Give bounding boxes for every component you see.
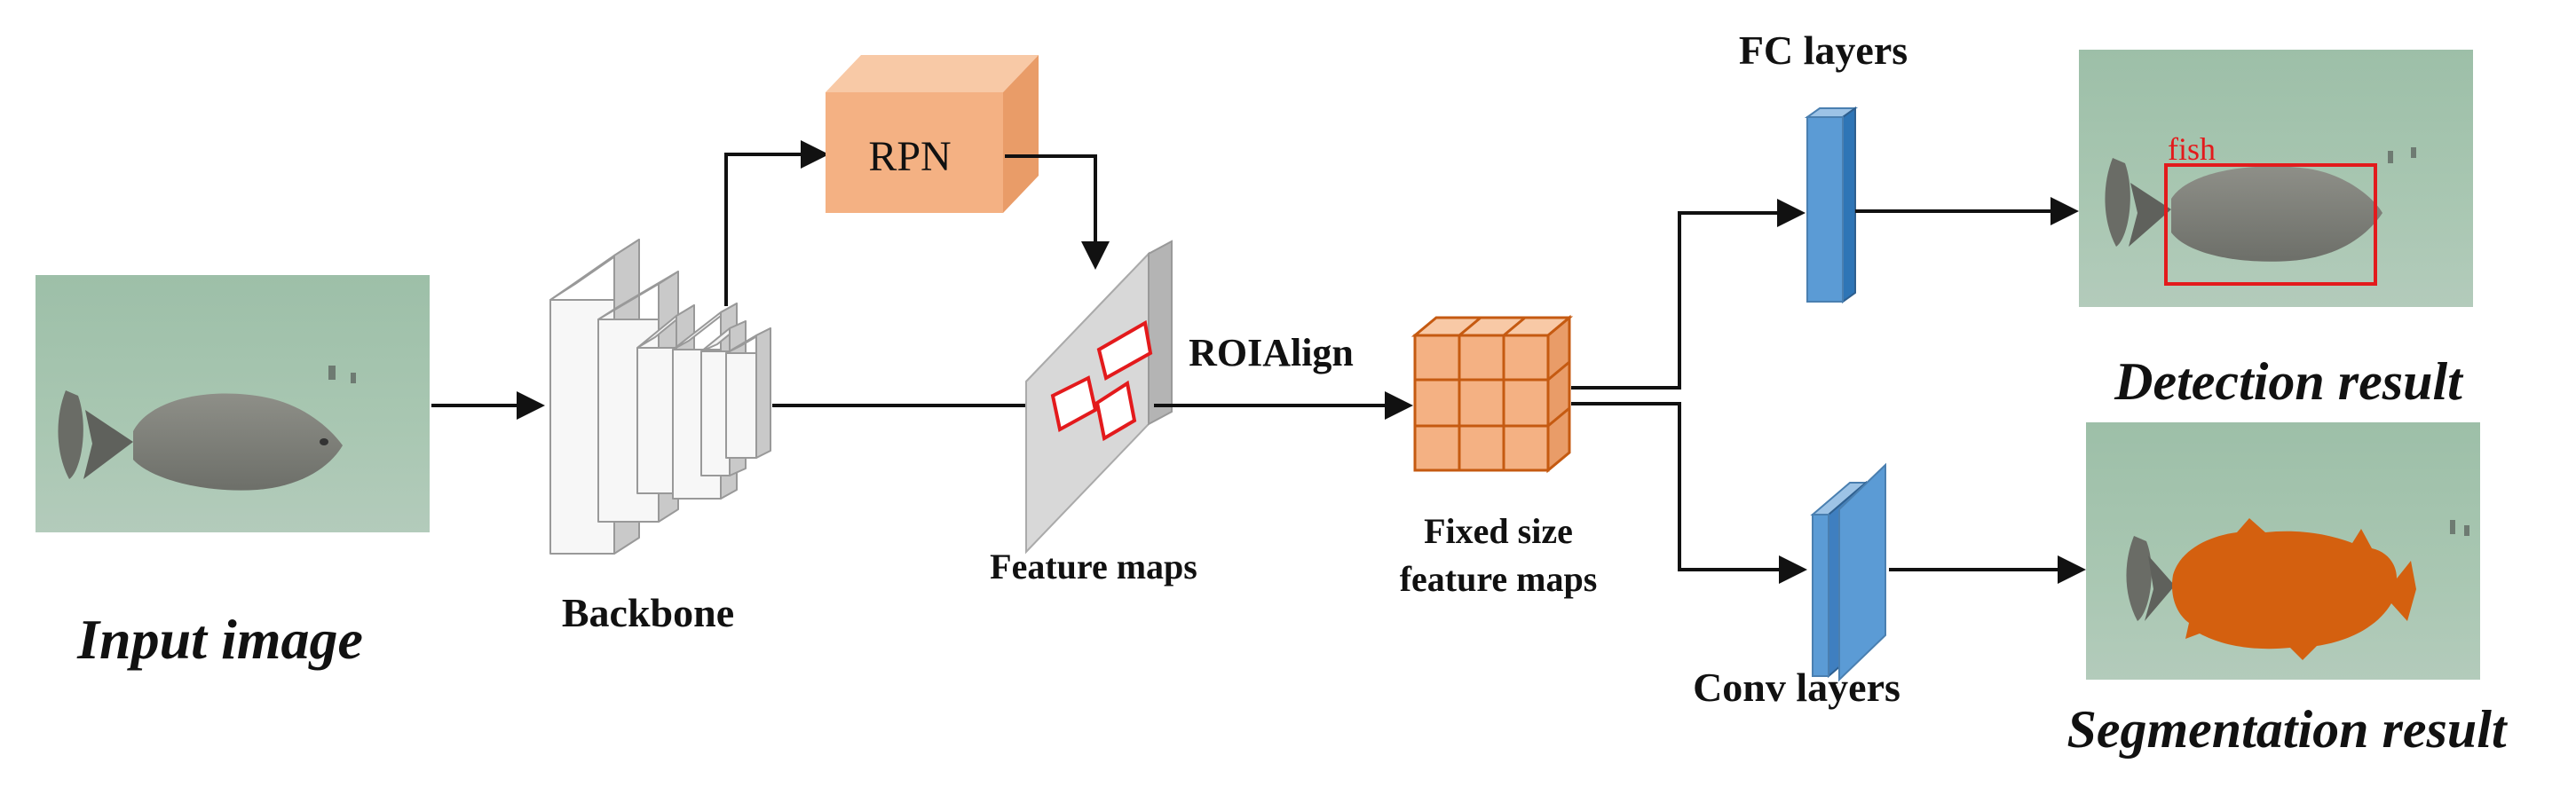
input-image-photo xyxy=(36,275,430,532)
fc-layers-label: FC layers xyxy=(1739,28,1908,73)
input-image-label: Input image xyxy=(76,608,363,671)
arrow-to-conv-layers xyxy=(1571,402,1807,584)
segmentation-result-photo xyxy=(2086,422,2480,680)
detection-result-photo: fish xyxy=(2079,50,2473,307)
detection-result-label: Detection result xyxy=(2114,352,2464,411)
fixed-size-label-1: Fixed size xyxy=(1424,511,1573,551)
feature-maps-icon xyxy=(1025,240,1173,555)
conv-layers-icon xyxy=(1810,462,1886,682)
fish-shape xyxy=(58,390,343,491)
roi-box-1 xyxy=(1050,375,1098,433)
fixed-size-label-2: feature maps xyxy=(1400,559,1598,599)
roi-box-3 xyxy=(1094,380,1137,442)
rpn-cube-icon xyxy=(826,55,1039,213)
arrow-to-fc-layers xyxy=(1571,199,1806,390)
rpn-label: RPN xyxy=(868,133,951,180)
arrow-rpn-to-feature-maps xyxy=(1005,154,1110,270)
detection-bbox xyxy=(2164,163,2377,286)
backbone-label: Backbone xyxy=(562,590,734,635)
arrow-backbone-to-rpn xyxy=(724,140,829,306)
segmentation-result-label: Segmentation result xyxy=(2066,700,2508,759)
feature-maps-label: Feature maps xyxy=(990,547,1197,586)
fc-layers-icon xyxy=(1804,106,1859,303)
roialign-label: ROIAlign xyxy=(1189,331,1354,374)
conv-layers-label: Conv layers xyxy=(1693,665,1900,710)
roi-box-2 xyxy=(1096,319,1153,382)
detection-class-label: fish xyxy=(2168,131,2216,167)
segmentation-mask xyxy=(2171,518,2416,660)
fixed-size-grid-icon xyxy=(1410,314,1574,474)
backbone-layers-icon xyxy=(549,239,771,555)
